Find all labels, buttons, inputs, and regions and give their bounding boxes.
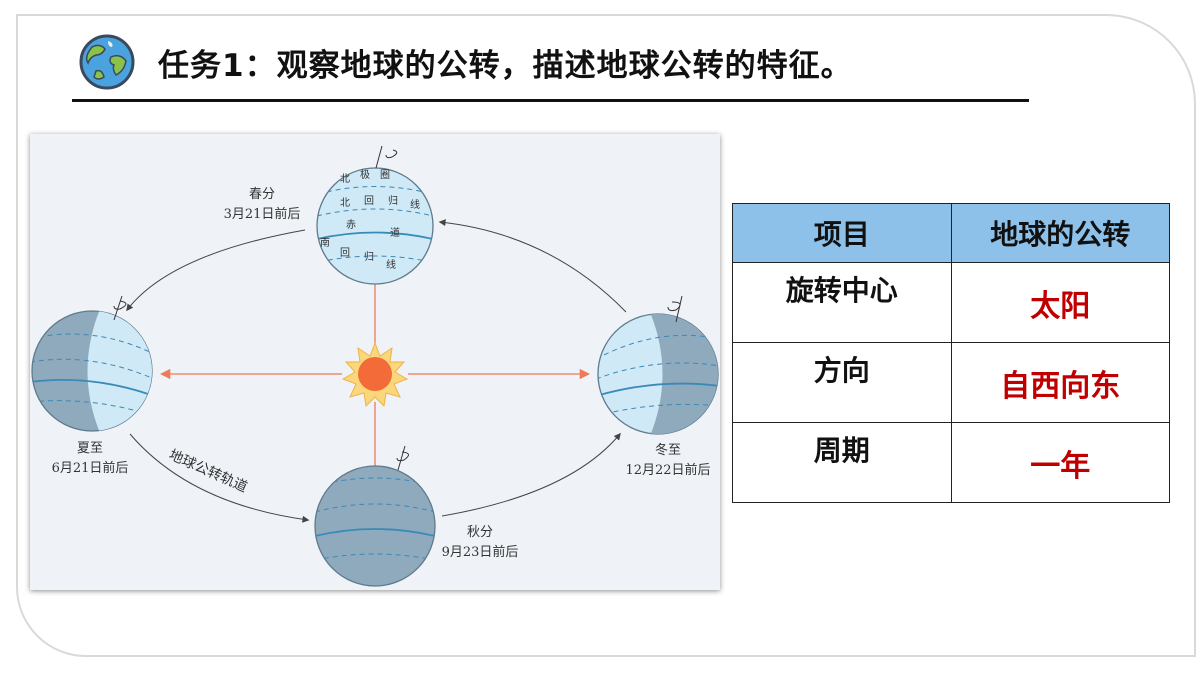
page-title: 任务1：观察地球的公转，描述地球公转的特征。 <box>158 47 853 84</box>
table-header-row: 项目 地球的公转 <box>732 203 1170 263</box>
label-summer-date: 6月21日前后 <box>52 460 129 476</box>
label-tropic-cancer: 北 回 归 线 <box>340 194 420 211</box>
label-summer-name: 夏至 <box>77 441 103 456</box>
row-value-center: 太阳 <box>950 262 1170 343</box>
label-winter-date: 12月22日前后 <box>625 462 710 478</box>
table-row: 旋转中心 太阳 <box>732 262 1170 343</box>
label-autumn-name: 秋分 <box>467 525 493 540</box>
slide-frame <box>16 14 1196 657</box>
table-header-item: 项目 <box>732 203 952 263</box>
earth-icon <box>79 34 135 90</box>
label-winter-name: 冬至 <box>655 442 681 458</box>
table-header-revolution: 地球的公转 <box>950 203 1170 263</box>
label-orbit: 地球公转轨道 <box>166 447 249 496</box>
row-value-period: 一年 <box>950 422 1170 503</box>
orbit-arc-winter-spring <box>438 219 627 313</box>
row-label-direction: 方向 <box>732 342 952 423</box>
orbit-arc-spring-summer <box>126 229 306 312</box>
orbit-arc-summer-autumn <box>129 433 310 523</box>
globe-winter <box>597 295 719 435</box>
label-autumn-date: 9月23日前后 <box>442 544 519 560</box>
earth-revolution-diagram: 北 极 圈 北 回 归 线 赤 道 南 回 归 线 <box>30 134 720 590</box>
globe-autumn <box>314 445 436 587</box>
table-row: 方向 自西向东 <box>732 342 1170 423</box>
globe-summer <box>31 295 153 432</box>
label-spring-name: 春分 <box>249 187 275 202</box>
diagram-svg: 北 极 圈 北 回 归 线 赤 道 南 回 归 线 <box>31 145 719 587</box>
row-label-center: 旋转中心 <box>732 262 952 343</box>
row-label-period: 周期 <box>732 422 952 503</box>
label-equator: 赤 道 <box>346 219 400 239</box>
label-tropic-capricorn: 南 回 归 线 <box>320 236 396 271</box>
title-row: 任务1：观察地球的公转，描述地球公转的特征。 <box>78 32 853 92</box>
revolution-table: 项目 地球的公转 旋转中心 太阳 方向 自西向东 周期 一年 <box>732 203 1170 503</box>
label-arctic-circle: 北 极 圈 <box>340 168 390 185</box>
row-value-direction: 自西向东 <box>950 342 1170 423</box>
label-spring-date: 3月21日前后 <box>224 206 301 222</box>
orbit-arc-autumn-winter <box>441 432 621 517</box>
title-underline <box>72 99 1029 102</box>
globe-spring: 北 极 圈 北 回 归 线 赤 道 南 回 归 线 <box>316 145 434 285</box>
table-row: 周期 一年 <box>732 422 1170 503</box>
sun-icon <box>341 341 409 408</box>
